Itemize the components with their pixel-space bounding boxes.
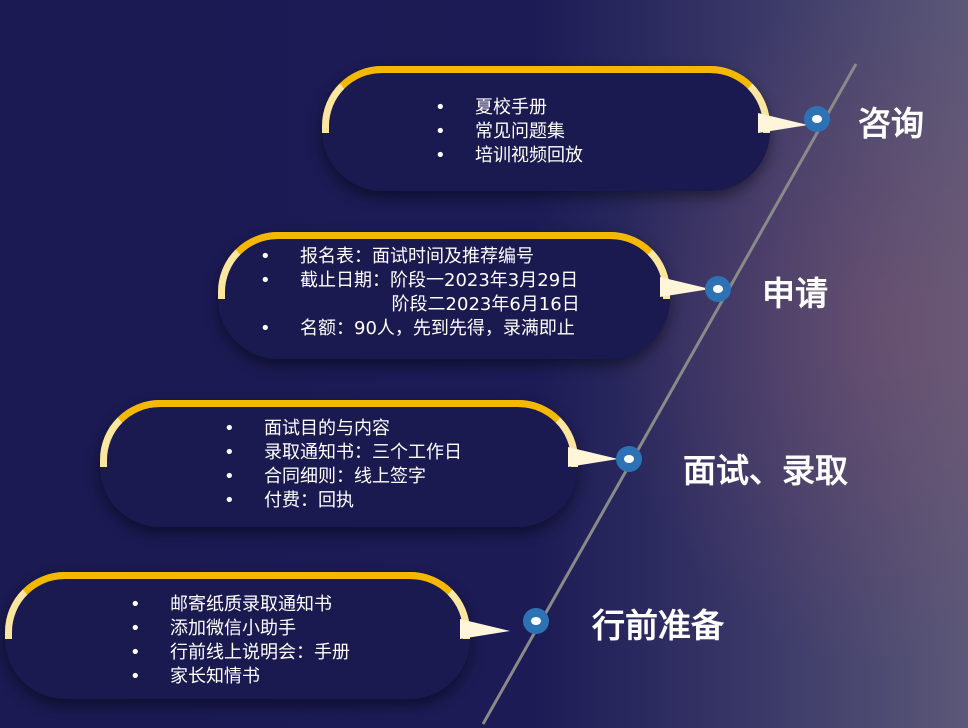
stage-bubble-prepare: •邮寄纸质录取通知书 •添加微信小助手 •行前线上说明会：手册 •家长知情书 (5, 572, 510, 699)
timeline-node (804, 106, 830, 132)
list-item: •行前线上说明会：手册 (130, 642, 350, 663)
list-item: •录取通知书：三个工作日 (224, 442, 462, 463)
stage-title: 面试、录取 (683, 451, 848, 490)
list-item: •截止日期：阶段一2023年3月29日 (260, 270, 579, 291)
timeline-node (616, 446, 642, 472)
list-item: •夏校手册 (435, 97, 547, 118)
list-item: 阶段二2023年6月16日 (300, 294, 580, 315)
timeline-node (523, 608, 549, 634)
stage-bubble-apply: •报名表：面试时间及推荐编号 •截止日期：阶段一2023年3月29日 阶段二20… (218, 232, 710, 359)
stage-title: 申请 (762, 274, 828, 313)
list-item: •家长知情书 (130, 666, 260, 687)
list-item: •邮寄纸质录取通知书 (130, 594, 332, 615)
list-item: •添加微信小助手 (130, 618, 296, 639)
stage-bubble-interview: •面试目的与内容 •录取通知书：三个工作日 •合同细则：线上签字 •付费：回执 (100, 400, 618, 527)
list-item: •付费：回执 (224, 490, 354, 511)
stage-title: 咨询 (858, 104, 924, 143)
list-item: •面试目的与内容 (224, 418, 390, 439)
list-item: •报名表：面试时间及推荐编号 (260, 246, 534, 267)
timeline-node (705, 276, 731, 302)
list-item: •常见问题集 (435, 121, 565, 142)
stage-bubble-consult: •夏校手册 •常见问题集 •培训视频回放 (322, 66, 808, 191)
list-item: •培训视频回放 (435, 145, 583, 166)
stage-title: 行前准备 (592, 606, 724, 645)
list-item: •名额：90人，先到先得，录满即止 (260, 318, 575, 339)
list-item: •合同细则：线上签字 (224, 466, 426, 487)
